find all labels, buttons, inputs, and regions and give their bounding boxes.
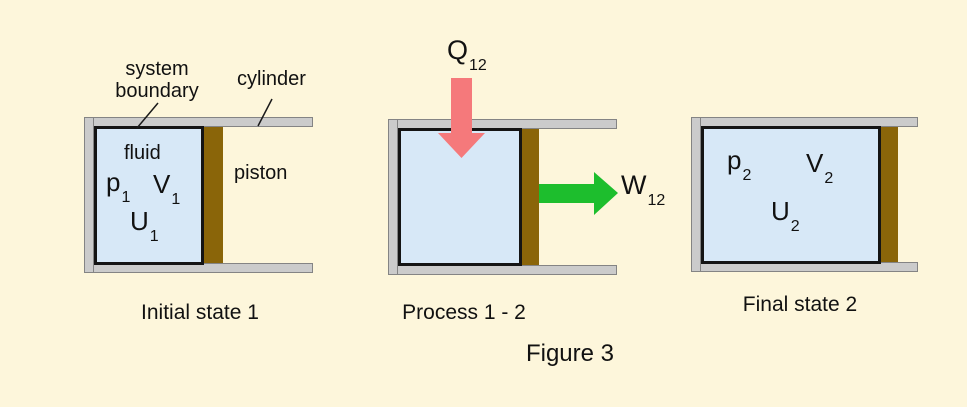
cylinder-end-wall-1 <box>84 117 94 273</box>
caption-initial-state: Initial state 1 <box>141 301 259 324</box>
volume-sub: 2 <box>824 170 834 188</box>
pressure-base: p <box>106 167 121 197</box>
volume-sub: 1 <box>171 191 181 209</box>
cylinder-end-wall-2 <box>388 119 398 275</box>
heat-base: Q <box>447 35 469 65</box>
cylinder-end-wall-3 <box>691 117 701 272</box>
caption-process: Process 1 - 2 <box>402 301 526 324</box>
cylinder-label: cylinder <box>237 68 306 90</box>
piston-2 <box>522 129 539 265</box>
pressure-sub: 2 <box>742 167 752 185</box>
figure-title: Figure 3 <box>525 340 615 367</box>
work-output-arrow <box>539 172 618 215</box>
energy-symbol-state2: U2 <box>771 196 800 235</box>
volume-base: V <box>153 169 171 199</box>
energy-sub: 2 <box>790 218 800 236</box>
volume-symbol-state2: V2 <box>806 148 833 187</box>
fluid-label: fluid <box>124 142 161 164</box>
cylinder-bottom-wall-2 <box>388 265 617 275</box>
work-sub: 12 <box>647 192 666 210</box>
volume-symbol-state1: V1 <box>153 169 180 208</box>
pressure-sub: 1 <box>121 189 131 207</box>
pressure-symbol-state2: p2 <box>727 145 751 184</box>
system-boundary-label: system boundary <box>115 58 199 102</box>
energy-sub: 1 <box>149 228 159 246</box>
piston-label: piston <box>234 162 288 184</box>
heat-sub: 12 <box>469 57 487 75</box>
system-boundary-box-3 <box>701 126 881 264</box>
pressure-symbol-state1: p1 <box>106 167 130 206</box>
system-boundary-box-2 <box>398 128 522 266</box>
heat-symbol: Q12 <box>447 35 487 74</box>
system-boundary-box-1 <box>94 126 204 265</box>
energy-base: U <box>771 196 790 226</box>
piston-3 <box>881 127 898 262</box>
work-symbol: W12 <box>621 170 665 209</box>
pressure-base: p <box>727 145 742 175</box>
energy-symbol-state1: U1 <box>130 206 159 245</box>
work-base: W <box>621 170 647 200</box>
volume-base: V <box>806 148 824 178</box>
piston-1 <box>204 127 223 263</box>
energy-base: U <box>130 206 149 236</box>
caption-final-state: Final state 2 <box>742 293 858 316</box>
